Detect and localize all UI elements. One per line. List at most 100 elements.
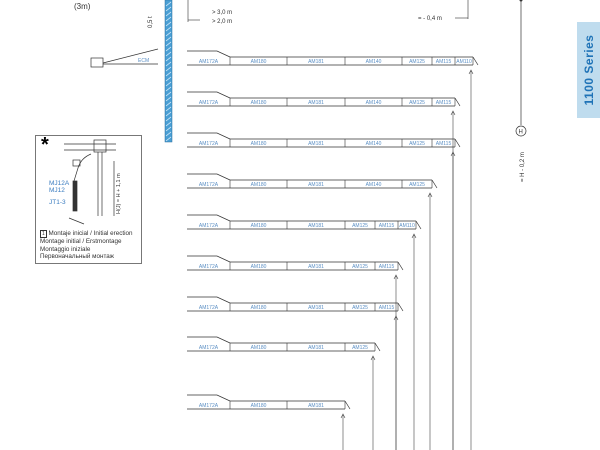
- arrow-up-icon: [393, 315, 399, 321]
- arrow-up-icon: [393, 274, 399, 280]
- jib-section: AM115: [375, 302, 399, 312]
- jib-section: AM140: [345, 179, 403, 189]
- mast: [164, 0, 173, 143]
- legend-line: Montage initial / Erstmontage: [40, 238, 122, 246]
- jib-section: AM180: [230, 302, 288, 312]
- jib-section-label: AM125: [352, 305, 368, 311]
- part-mj12a: MJ12A: [49, 180, 70, 187]
- jib-section-label: AM172A: [199, 305, 219, 311]
- jib-section: AM125: [345, 261, 376, 271]
- arrow-up-icon: [450, 110, 456, 116]
- jib-section-label: AM172A: [199, 141, 219, 147]
- jib-section-label: AM181: [308, 182, 324, 188]
- clearance-a: > 3,0 m: [212, 10, 232, 16]
- jib-section-label: AM180: [251, 305, 267, 311]
- jib-section: AM181: [287, 138, 346, 148]
- jib-section: AM125: [402, 56, 433, 66]
- jib-tip: [397, 302, 404, 312]
- jib-tip: [415, 220, 422, 230]
- jib-section-label: AM180: [251, 403, 267, 409]
- jib-section-label: AM181: [308, 403, 324, 409]
- jib-section: AM125: [402, 138, 433, 148]
- jib-section-label: AM140: [366, 182, 382, 188]
- jib-tip: [344, 400, 351, 410]
- jib-section: AM181: [287, 302, 346, 312]
- jib-section: AM172A: [187, 214, 231, 230]
- legend-marker: 1: [40, 230, 47, 239]
- jib-section: AM172A: [187, 50, 231, 66]
- counter-jib: [90, 48, 159, 68]
- counter-jib-label: ECM: [138, 58, 149, 64]
- legend-dimension: H(J) = H + 1,1 m: [116, 173, 122, 214]
- jib-section: AM140: [345, 56, 403, 66]
- arrow-up-icon: [340, 413, 346, 419]
- jib-section-label: AM181: [308, 223, 324, 229]
- jib-section: AM181: [287, 220, 346, 230]
- jib-section: AM181: [287, 261, 346, 271]
- jib-section: AM180: [230, 138, 288, 148]
- jib-section-label: AM180: [251, 182, 267, 188]
- jib-section: AM181: [287, 56, 346, 66]
- series-tab-label: 1100 Series: [581, 34, 596, 106]
- jib-section: AM181: [287, 97, 346, 107]
- jib-section-label: AM172A: [199, 59, 219, 65]
- jib-section: AM115: [375, 261, 399, 271]
- jib-section: AM181: [287, 400, 346, 410]
- jib-section: AM181: [287, 179, 346, 189]
- jib-section: AM140: [345, 138, 403, 148]
- jib-section: AM125: [402, 97, 433, 107]
- jib-section: AM180: [230, 261, 288, 271]
- legend-text: 1 Montaje inicial / Initial erection Mon…: [40, 230, 133, 260]
- jib-section-label: AM125: [409, 141, 425, 147]
- jib-section-label: AM140: [366, 100, 382, 106]
- jib-section-label: AM181: [308, 100, 324, 106]
- series-tab: 1100 Series: [577, 22, 600, 118]
- jib-section: AM115: [375, 220, 399, 230]
- offset-dimension: [455, 0, 469, 19]
- jib-section: AM180: [230, 97, 288, 107]
- jib-section-label: AM181: [308, 345, 324, 351]
- jib-section-label: AM115: [379, 305, 395, 311]
- jib-section: AM172A: [187, 91, 231, 107]
- legend-line-text: Montaje inicial / Initial erection: [48, 230, 133, 238]
- jib-section-label: AM172A: [199, 182, 219, 188]
- jib-section-label: AM172A: [199, 345, 219, 351]
- legend-line: Montaggio iniziale: [40, 245, 91, 253]
- jib-section: AM125: [345, 342, 376, 352]
- arrow-up-icon: [468, 69, 474, 75]
- jib-section-label: AM172A: [199, 223, 219, 229]
- jib-section: AM115: [432, 56, 456, 66]
- jib-section: AM140: [345, 97, 403, 107]
- jib-section-label: AM140: [366, 141, 382, 147]
- jib-section-label: AM125: [409, 59, 425, 65]
- arrow-up-icon: [450, 151, 456, 157]
- jib-tip: [397, 261, 404, 271]
- jib-section: AM180: [230, 342, 288, 352]
- jib-section: AM110: [455, 56, 474, 66]
- offset-right: = - 0,4 m: [418, 16, 442, 22]
- legend-box: * MJ12A MJ12 JT1-3 H(J) = H + 1,1 m 1 Mo…: [35, 134, 142, 264]
- jib-section-label: AM181: [308, 59, 324, 65]
- jib-section-label: AM115: [379, 223, 395, 229]
- part-jt1-3: JT1-3: [49, 199, 66, 206]
- erection-sketch: [64, 139, 116, 225]
- jib-section: AM172A: [187, 132, 231, 148]
- jib-tip: [454, 138, 461, 148]
- jib-section: AM115: [432, 97, 456, 107]
- jib-section-label: AM125: [352, 345, 368, 351]
- legend-line: Первоначальный монтаж: [40, 252, 114, 260]
- jib-section: AM172A: [187, 255, 231, 271]
- mast-label: (3m): [74, 2, 91, 11]
- jib-section-label: AM125: [409, 100, 425, 106]
- jib-section-label: AM110: [399, 223, 415, 229]
- jib-tip: [454, 97, 461, 107]
- height-note: = H - 0,2 m: [520, 152, 526, 182]
- jib-section-label: AM172A: [199, 403, 219, 409]
- jib-section: AM180: [230, 56, 288, 66]
- jib-section-label: AM180: [251, 223, 267, 229]
- jib-section: AM180: [230, 179, 288, 189]
- height-line: [515, 0, 527, 137]
